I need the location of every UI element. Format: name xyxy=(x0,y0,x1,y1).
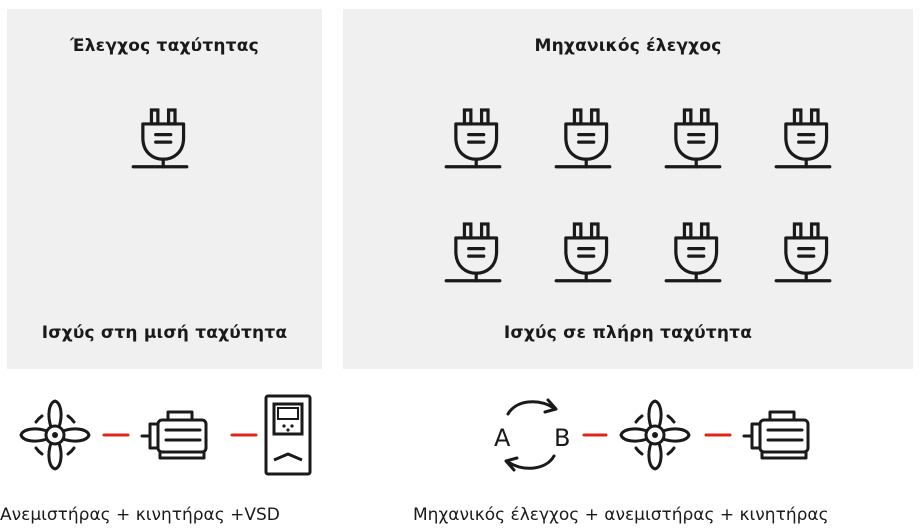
panel-footer: Ισχύς σε πλήρη ταχύτητα xyxy=(503,323,753,343)
mechanical-control-panel: Μηχανικός έλεγχος Ισχύς σε πλήρη ταχύτητ… xyxy=(343,9,913,369)
power-plug-icon xyxy=(131,108,189,169)
motor-icon xyxy=(742,410,810,460)
speed-control-panel: Έλεγχος ταχύτητας Ισχύς στη μισή ταχύτητ… xyxy=(7,9,322,369)
fan-icon xyxy=(619,399,691,471)
power-plug-icon xyxy=(774,222,832,283)
motor-icon xyxy=(140,410,208,460)
panel-title: Έλεγχος ταχύτητας xyxy=(70,36,259,56)
chain-caption: Μηχανικός έλεγχος + ανεμιστήρας + κινητή… xyxy=(413,505,829,525)
panel-title: Μηχανικός έλεγχος xyxy=(534,36,722,56)
power-plug-icon xyxy=(664,108,722,169)
fan-icon xyxy=(19,399,91,471)
power-plug-icon xyxy=(444,222,502,283)
power-plug-icon xyxy=(554,222,612,283)
power-plug-icon xyxy=(444,108,502,169)
panel-footer: Ισχύς στη μισή ταχύτητα xyxy=(41,323,288,343)
ab-label-a: A xyxy=(494,424,511,452)
drive-vsd-icon xyxy=(264,394,312,476)
ab-label-b: B xyxy=(554,424,570,452)
fan-motor-vsd-chain xyxy=(19,394,312,476)
ab-cycle-icon: A B xyxy=(494,398,570,472)
power-plug-icon xyxy=(774,108,832,169)
power-plug-icon xyxy=(664,222,722,283)
chain-caption: Ανεμιστήρας + κινητήρας +VSD xyxy=(0,505,280,525)
power-plug-icon xyxy=(554,108,612,169)
mechanical-fan-motor-chain: A B xyxy=(494,398,810,472)
